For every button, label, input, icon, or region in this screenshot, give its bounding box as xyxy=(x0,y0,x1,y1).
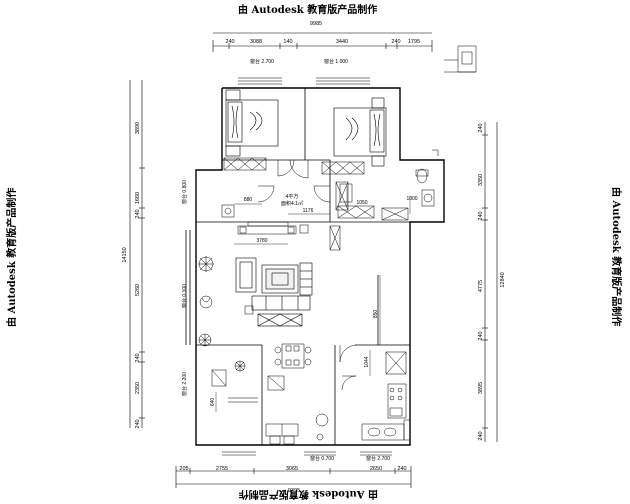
dim-left-seg-5: 240 xyxy=(135,353,141,362)
dim-left-seg-6: 2350 xyxy=(135,382,141,394)
dim-top-seg-4: 3440 xyxy=(336,39,348,45)
dim-right-seg-1: 240 xyxy=(478,123,484,132)
dim-bottom-seg-1: 205 xyxy=(179,466,188,472)
dim-right-seg-6: 3895 xyxy=(478,382,484,394)
dim-top-seg-3: 140 xyxy=(283,39,292,45)
dim-bottom-seg-4: 2650 xyxy=(370,466,382,472)
note-b: 窗台 1.000 xyxy=(324,58,348,65)
dim-880: 880 xyxy=(244,197,253,203)
dim-right-seg-7: 240 xyxy=(478,431,484,440)
dim-top-seg-5: 240 xyxy=(391,39,400,45)
dim-left-seg-7: 240 xyxy=(135,419,141,428)
interior-dim-lines xyxy=(215,186,411,412)
dining-table xyxy=(274,343,312,369)
dim-right-seg-2: 3350 xyxy=(478,174,484,186)
dim-1000: 1000 xyxy=(406,196,417,202)
dim-top-seg-2: 3088 xyxy=(250,39,262,45)
dim-right-seg-5: 240 xyxy=(478,331,484,340)
dim-left-seg-3: 240 xyxy=(135,209,141,218)
doors xyxy=(257,159,358,391)
tv-cabinet xyxy=(237,221,297,235)
windows xyxy=(222,77,392,456)
note-g: 窗台 2.700 xyxy=(366,455,390,462)
dim-top-total: 9985 xyxy=(310,21,322,27)
dim-3780: 3780 xyxy=(256,238,267,244)
room-label: 4平方 xyxy=(286,193,299,200)
dim-right-total: 12840 xyxy=(500,272,506,287)
wardrobes xyxy=(223,157,409,221)
dim-right-seg-4: 4775 xyxy=(478,280,484,292)
note-c: 窗台 0.800 xyxy=(181,180,188,204)
dim-bottom-total: 9395 xyxy=(288,488,300,494)
dim-bottom-seg-5: 240 xyxy=(397,466,406,472)
note-e: 窗台 2.200 xyxy=(181,372,188,396)
dim-left-total: 14150 xyxy=(122,247,128,262)
dim-top-seg-6: 1795 xyxy=(408,39,420,45)
room-area: 面积4.1㎡ xyxy=(281,200,303,207)
dim-1050: 1050 xyxy=(356,200,367,206)
dim-right-seg-3: 240 xyxy=(478,211,484,220)
stair-block xyxy=(444,45,477,73)
dim-1044: 1044 xyxy=(364,356,370,367)
dim-640: 640 xyxy=(210,398,216,407)
bed-left xyxy=(225,89,279,157)
dim-850: 850 xyxy=(373,310,379,319)
plants xyxy=(198,256,246,372)
sofa-set xyxy=(235,257,313,327)
chairs-misc xyxy=(211,149,439,445)
dim-top-seg-1: 240 xyxy=(225,39,234,45)
bed-right xyxy=(333,97,387,167)
note-f: 窗台 0.700 xyxy=(310,455,334,462)
exterior-walls xyxy=(195,87,445,446)
watermark-top: 由 Autodesk 教育版产品制作 xyxy=(238,5,378,16)
kitchen xyxy=(361,351,411,441)
dim-bottom-seg-3: 3065 xyxy=(286,466,298,472)
dim-bottom-seg-2: 2755 xyxy=(216,466,228,472)
dim-left-seg-2: 1660 xyxy=(135,192,141,204)
dim-left-seg-4: 5260 xyxy=(135,284,141,296)
dim-left-seg-1: 3890 xyxy=(135,122,141,134)
note-a: 窗台 2.700 xyxy=(250,58,274,65)
note-d: 窗台 0.100 xyxy=(181,284,188,308)
dim-1176: 1176 xyxy=(303,208,314,214)
